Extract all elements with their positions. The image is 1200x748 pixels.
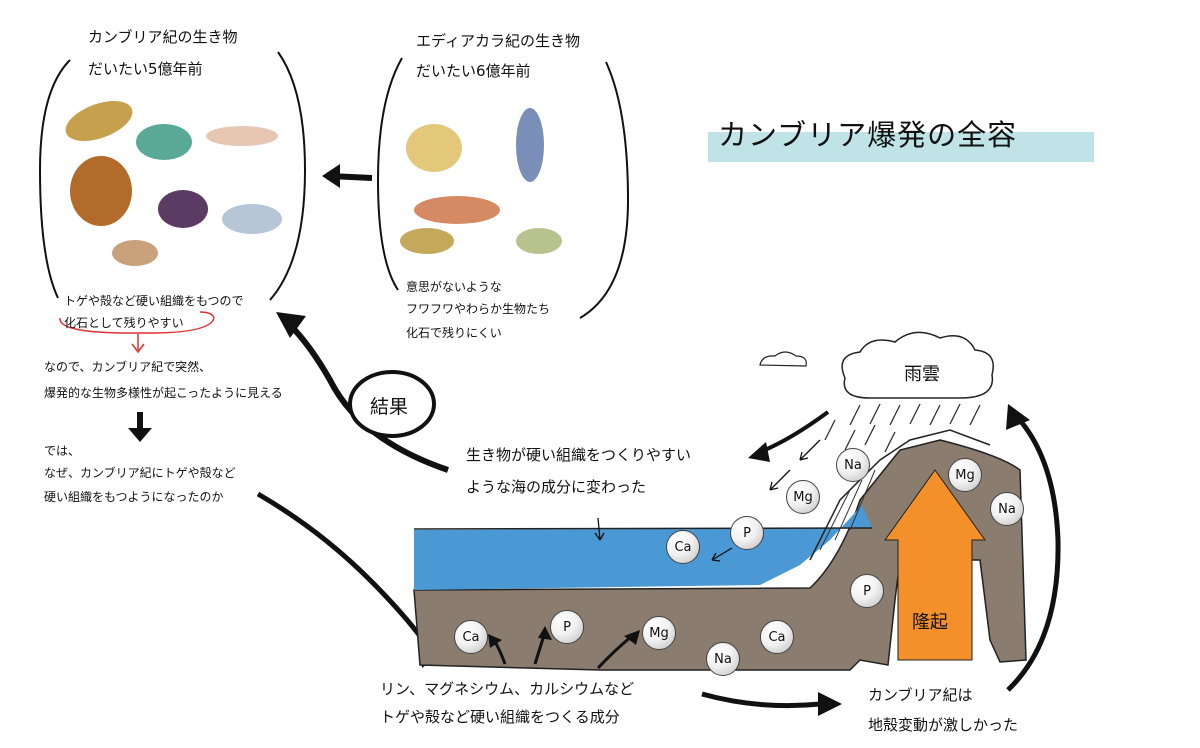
rain-cloud-label: 雨雲: [904, 364, 940, 385]
ball-mg-mountain: Mg: [948, 458, 982, 492]
crust-text-1: カンブリア紀は: [868, 686, 973, 704]
red-arrow: [131, 334, 145, 354]
text-to-sea-arrow: [594, 517, 605, 541]
ball-p-floor: P: [550, 610, 584, 644]
creature-trilobite: [222, 204, 282, 234]
question-line-1: では、: [44, 444, 81, 458]
ediacaran-note-1: 意思がないような: [406, 280, 502, 294]
ediacaran-heading: エディアカラ紀の生き物: [416, 32, 580, 50]
result-circle: [348, 370, 436, 438]
sea-arrow: [711, 547, 733, 562]
question-line-3: 硬い組織をもつようになったのか: [44, 490, 224, 504]
explanation-line-1: なので、カンブリア紀で突然、: [44, 360, 212, 374]
creature-sea-urchin: [158, 190, 208, 228]
explanation-line-2: 爆発的な生物多様性が起こったように見える: [44, 386, 283, 400]
sea-surface: [413, 527, 873, 530]
red-underline: [59, 311, 215, 334]
elements-text-2: トゲや殻など硬い組織をつくる成分: [380, 708, 620, 726]
cambrian-age: だいたい5億年前: [88, 60, 203, 78]
elements-text-1: リン、マグネシウム、カルシウムなど: [380, 680, 635, 698]
creature-frond: [516, 108, 544, 182]
crust-arrow: [701, 691, 821, 709]
creature-wiwaxia: [136, 124, 192, 160]
cambrian-note: トゲや殻など硬い組織をもつので: [64, 294, 244, 308]
title-highlight: [708, 132, 1094, 162]
rain-to-text-arrow: [759, 410, 830, 454]
mountain-texture: [819, 469, 876, 551]
ball-na-rain: Na: [836, 448, 870, 482]
uplift-label: 隆起: [912, 612, 948, 633]
ball-ca-floor: Ca: [454, 620, 488, 654]
ediacaran-note-3: 化石で残りにくい: [406, 326, 502, 340]
sea: [414, 505, 872, 590]
rain-cloud: [841, 331, 994, 399]
cycle-arrow: [1006, 416, 1061, 692]
ball-ca-floor-2: Ca: [760, 620, 794, 654]
creature-spriggina: [400, 228, 454, 254]
question-arrow: [256, 491, 433, 652]
ball-na-floor: Na: [706, 642, 740, 676]
ediacaran-note-2: フワフワやわらか生物たち: [406, 302, 551, 316]
down-arrow-head: [128, 428, 152, 442]
small-cloud: [759, 351, 807, 367]
rain: [824, 403, 981, 453]
uplift-arrow: [884, 469, 986, 661]
cambrian-fossil-note: 化石として残りやすい: [64, 316, 184, 330]
creature-dickinsonia: [414, 196, 500, 224]
arrow-to-cambrian-head: [322, 164, 340, 188]
ball-na-mountain: Na: [990, 492, 1024, 526]
mountain-ridge: [809, 429, 991, 561]
creature-cyclomedusa: [516, 228, 562, 254]
rain-to-text-arrow-head: [748, 442, 770, 462]
ball-ca-sea: Ca: [666, 530, 700, 564]
cambrian-heading: カンブリア紀の生き物: [88, 28, 238, 46]
cambrian-bracket-left: [38, 59, 71, 299]
sea-text-1: 生き物が硬い組織をつくりやすい: [466, 446, 692, 464]
ball-mg-floor: Mg: [642, 616, 676, 650]
sea-text-2: ような海の成分に変わった: [466, 478, 647, 496]
ediacaran-bracket-left: [376, 57, 403, 291]
creature-hallucigenia: [206, 126, 278, 146]
creature-mollusc: [112, 240, 158, 266]
question-line-2: なぜ、カンブリア紀にトゲや殻など: [44, 466, 236, 480]
creature-jellyfish: [406, 124, 462, 172]
ball-p-sea: P: [730, 516, 764, 550]
ediacaran-bracket-right: [579, 61, 630, 319]
ball-mg-rain: Mg: [786, 480, 820, 514]
page-title: カンブリア爆発の全容: [718, 118, 1018, 152]
result-label: 結果: [370, 396, 409, 418]
crust-text-2: 地殻変動が激しかった: [868, 716, 1019, 734]
creature-opabinia: [70, 156, 132, 226]
cambrian-bracket-right: [269, 51, 307, 301]
result-arrow: [287, 322, 449, 473]
ball-p-mountain: P: [850, 574, 884, 608]
ediacaran-age: だいたい6億年前: [416, 62, 531, 80]
result-arrow-head: [276, 312, 306, 338]
rain-arrow-2: [799, 439, 821, 461]
rain-arrow-1: [769, 469, 791, 491]
